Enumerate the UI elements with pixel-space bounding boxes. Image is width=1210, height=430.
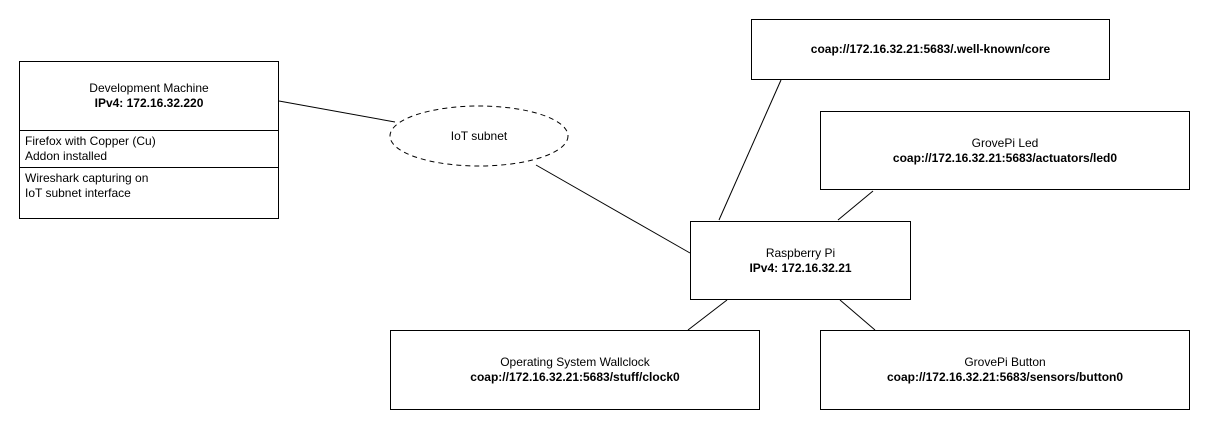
well-known-core-address: coap://172.16.32.21:5683/.well-known/cor… <box>810 42 1051 56</box>
wireshark-text: Wireshark capturing on IoT subnet interf… <box>25 171 149 200</box>
link-pi-to-button <box>839 299 876 331</box>
grovepi-button-title: GrovePi Button <box>964 355 1046 369</box>
iot-subnet-cloud: IoT subnet <box>389 105 569 167</box>
raspberry-pi-title: Raspberry Pi <box>765 245 836 260</box>
development-machine-row-wireshark: Wireshark capturing on IoT subnet interf… <box>20 168 278 218</box>
grovepi-led-address: coap://172.16.32.21:5683/actuators/led0 <box>892 150 1118 165</box>
wallclock-title: Operating System Wallclock <box>500 355 650 369</box>
copper-addon-text: Firefox with Copper (Cu) Addon installed <box>25 134 156 163</box>
link-subnet-to-pi <box>535 164 691 254</box>
development-machine-row-copper: Firefox with Copper (Cu) Addon installed <box>20 131 278 168</box>
development-machine-title: Development Machine <box>89 81 209 95</box>
well-known-core-box: coap://172.16.32.21:5683/.well-known/cor… <box>751 19 1110 80</box>
link-pi-to-led <box>837 190 874 221</box>
link-dev-to-subnet <box>278 100 396 123</box>
link-pi-to-core <box>718 79 782 221</box>
wallclock-address: coap://172.16.32.21:5683/stuff/clock0 <box>470 370 680 384</box>
grovepi-button-address: coap://172.16.32.21:5683/sensors/button0 <box>886 370 1124 384</box>
grovepi-led-title: GrovePi Led <box>971 135 1039 150</box>
iot-subnet-ellipse <box>389 105 569 167</box>
raspberry-pi-box: Raspberry Pi IPv4: 172.16.32.21 <box>690 221 911 300</box>
development-machine-header: Development Machine IPv4: 172.16.32.220 <box>20 62 278 131</box>
wallclock-box: Operating System Wallclock coap://172.16… <box>390 330 760 410</box>
iot-subnet-label: IoT subnet <box>450 129 508 143</box>
development-machine-box: Development Machine IPv4: 172.16.32.220 … <box>19 61 279 219</box>
link-pi-to-clock <box>687 299 728 331</box>
grovepi-button-box: GrovePi Button coap://172.16.32.21:5683/… <box>820 330 1190 410</box>
raspberry-pi-address: IPv4: 172.16.32.21 <box>749 260 852 275</box>
development-machine-address: IPv4: 172.16.32.220 <box>94 96 204 110</box>
grovepi-led-box: GrovePi Led coap://172.16.32.21:5683/act… <box>820 111 1190 190</box>
